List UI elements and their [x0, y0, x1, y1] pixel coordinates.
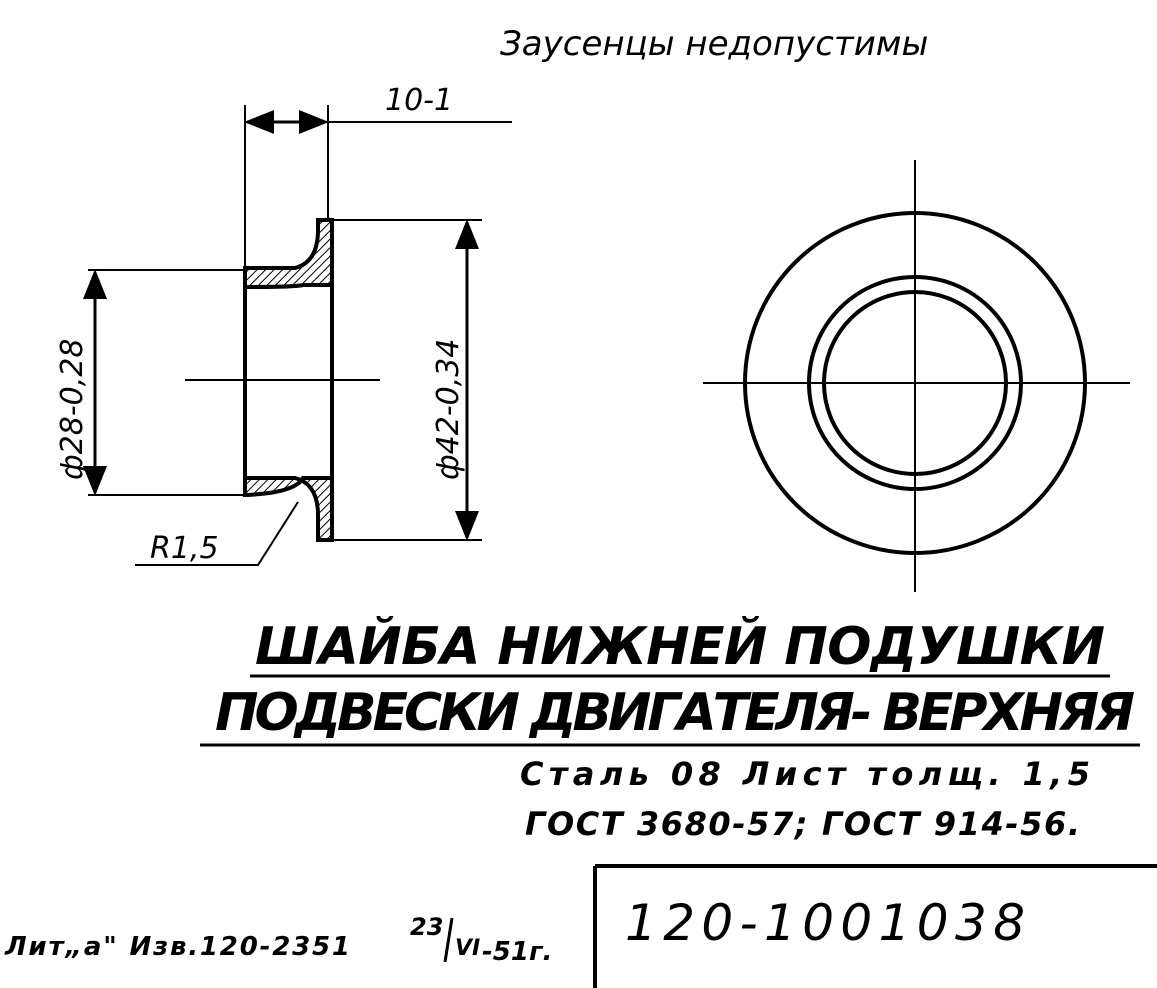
material-line-2: ГОСТ 3680-57; ГОСТ 914-56. — [525, 805, 1080, 843]
revision-date-day: 23 — [410, 913, 443, 941]
revision-date-year: -51г. — [482, 937, 552, 967]
revision-date-month: VI — [455, 936, 480, 961]
front-view — [703, 160, 1130, 592]
note-text: Заусенцы недопустимы — [500, 24, 928, 64]
inner-diameter-dimension: ф28-0,28 — [55, 339, 90, 480]
title-line-1: ШАЙБА НИЖНЕЙ ПОДУШКИ — [255, 616, 1105, 677]
material-line-1: Сталь 08 Лист толщ. 1,5 — [520, 755, 1090, 793]
title-line-2: ПОДВЕСКИ ДВИГАТЕЛЯ- ВЕРХНЯЯ — [215, 683, 1135, 743]
radius-dimension: R1,5 — [150, 531, 219, 566]
outer-diameter-dimension: ф42-0,34 — [431, 339, 466, 480]
width-dimension: 10-1 — [385, 83, 453, 118]
part-number: 120-1001038 — [625, 894, 1025, 952]
revision-text: Лит„а" Изв.120-2351 — [4, 932, 350, 962]
section-view — [83, 105, 512, 566]
